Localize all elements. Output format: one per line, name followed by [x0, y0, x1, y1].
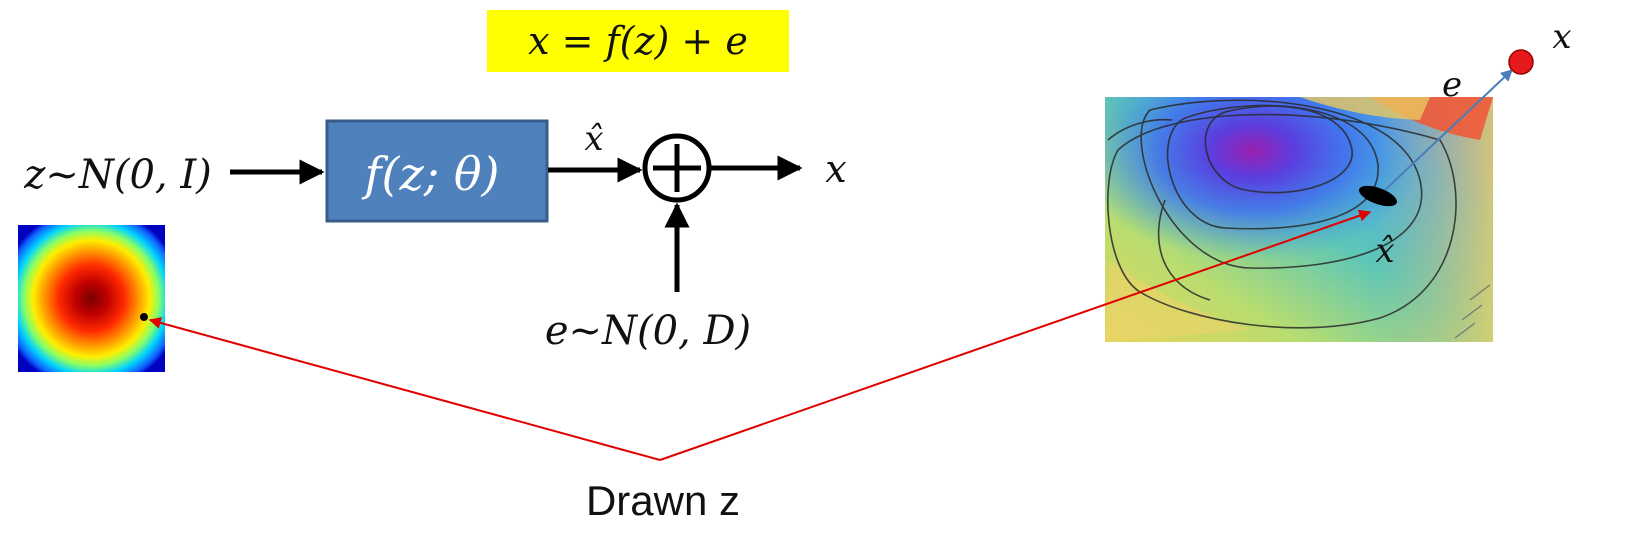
- intermediate-label: x̂: [584, 119, 603, 159]
- gaussian-heatmap-icon: [18, 225, 165, 372]
- x-label: x: [1552, 17, 1571, 57]
- equation-group: x = f(z) + e: [487, 10, 789, 72]
- function-label: f(z; θ): [362, 147, 500, 201]
- observed-point-icon: [1509, 50, 1533, 74]
- noise-label: e~N(0, D): [545, 308, 751, 354]
- latent-heatmap: [18, 225, 165, 372]
- xhat-label: x̂: [1375, 231, 1394, 271]
- e-label: e: [1442, 65, 1462, 105]
- manifold-surface: x̂ e x: [1105, 17, 1572, 342]
- sample-dot-icon: [140, 313, 148, 321]
- annotation-label: Drawn z: [586, 477, 740, 524]
- equation-text: x = f(z) + e: [528, 19, 748, 63]
- output-label: x: [825, 147, 846, 191]
- surface-plot-3d-icon: [1105, 97, 1493, 342]
- input-label: z~N(0, I): [23, 152, 211, 198]
